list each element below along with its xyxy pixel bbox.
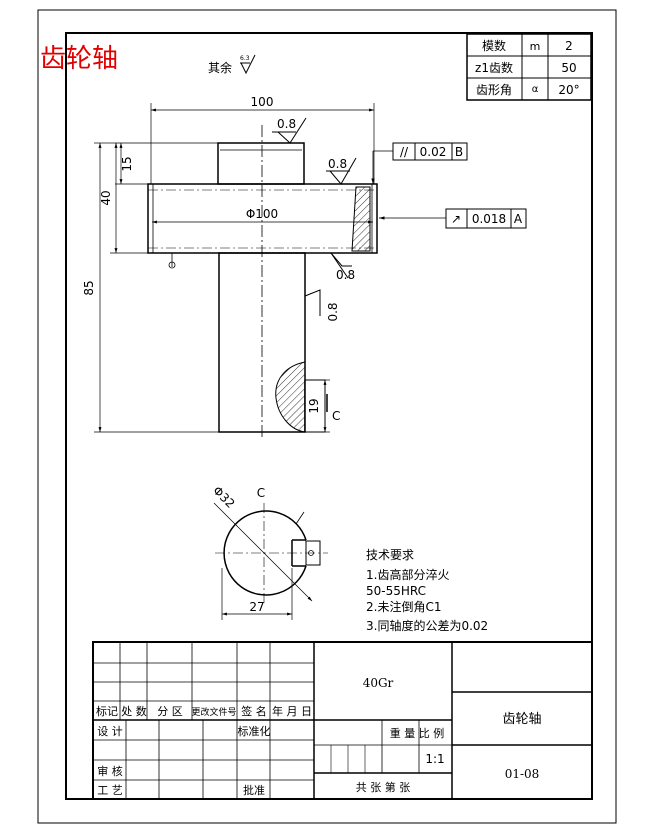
roughness-gear-face: 0.8 [328, 157, 347, 171]
tb-standardize: 标准化 [238, 724, 271, 738]
param-symbol-angle: α [532, 84, 539, 95]
tech-req-item: 3.同轴度的公差为0.02 [366, 618, 488, 633]
dim-keyway-length [323, 379, 330, 433]
runout-symbol-icon: ↗ [451, 212, 461, 226]
tb-header: 年 月 日 [272, 704, 312, 718]
tb-sheets: 共 张 第 张 [356, 780, 411, 794]
parallelism-datum: B [455, 145, 463, 159]
tb-header: 更改文件号 [191, 706, 236, 718]
param-symbol-module: m [530, 40, 541, 53]
dim-gear-height [110, 142, 148, 254]
top-hub [217, 142, 305, 185]
dim-hub-height-label: 15 [120, 156, 134, 171]
red-title: 齿轮轴 [40, 44, 118, 74]
tb-header: 签 名 [241, 704, 267, 718]
dim-overall-width [150, 103, 375, 184]
roughness-gear-bore: 0.8 [336, 268, 355, 282]
datum-a-icon [168, 253, 176, 269]
tb-design: 设 计 [97, 725, 123, 738]
tb-material: 40Gr [363, 676, 394, 690]
roughness-shaft-icon [304, 289, 321, 316]
dim-section-width [221, 568, 293, 620]
dim-hub-height [115, 142, 218, 185]
section-view [213, 502, 328, 604]
tech-req-title: 技术要求 [366, 548, 414, 562]
other-finish-ra: 6.3 [240, 55, 250, 62]
dim-total-height-label: 85 [82, 280, 96, 295]
runout-frame [379, 208, 527, 229]
param-label-angle: 齿形角 [476, 83, 512, 97]
dim-gear-height-label: 40 [99, 190, 113, 205]
dim-gear-diameter-label: Φ100 [246, 207, 278, 221]
roughness-top-hub: 0.8 [277, 117, 296, 131]
outer-border [37, 9, 617, 824]
tb-drawing-no: 01-08 [505, 767, 540, 781]
inner-border [65, 32, 593, 800]
param-value-angle: 20° [558, 83, 579, 97]
tb-header: 分 区 [157, 705, 183, 718]
tb-review: 审 核 [97, 764, 123, 778]
gear-body [147, 183, 378, 254]
roughness-top-hub-icon [272, 117, 307, 144]
title-block [92, 641, 593, 800]
section-diameter-label: Φ32 [210, 483, 237, 510]
tb-part-name: 齿轮轴 [502, 712, 541, 727]
param-value-module: 2 [565, 39, 573, 53]
tb-scale: 1:1 [425, 752, 444, 766]
param-label-module: 模数 [482, 38, 506, 53]
tech-req-item: 1.齿高部分淬火 [366, 567, 449, 582]
parallelism-frame [371, 142, 468, 184]
other-finish-label: 其余 [208, 60, 232, 75]
tech-req-item: 2.未注倒角C1 [366, 599, 441, 614]
parallelism-symbol-icon: // [400, 145, 409, 159]
runout-datum: A [514, 212, 523, 226]
dim-overall-width-label: 100 [251, 95, 274, 109]
roughness-gear-face-icon [326, 157, 357, 185]
param-label-teeth: z1齿数 [475, 60, 513, 75]
runout-value: 0.018 [472, 212, 506, 226]
tb-approve: 批准 [243, 783, 265, 797]
section-cut-label: C [332, 409, 340, 423]
dim-total-height [94, 142, 219, 433]
dim-keyway-length-label: 19 [307, 398, 321, 413]
section-view-label: C [257, 486, 265, 500]
dim-section-width-label: 27 [249, 600, 264, 614]
tb-process: 工 艺 [97, 784, 123, 797]
roughness-symbol-icon [240, 54, 256, 75]
roughness-gear-bore-icon [330, 252, 352, 279]
roughness-shaft: 0.8 [326, 302, 340, 321]
shaft [218, 252, 326, 433]
parallelism-value: 0.02 [420, 145, 447, 159]
tb-weight-scale: 重 量 比 例 [390, 726, 445, 740]
param-table [466, 33, 592, 101]
tech-req-item: 50-55HRC [366, 584, 426, 598]
tb-header: 处 数 [121, 705, 147, 718]
tb-header: 标记 [96, 704, 118, 718]
param-value-teeth: 50 [561, 61, 576, 75]
